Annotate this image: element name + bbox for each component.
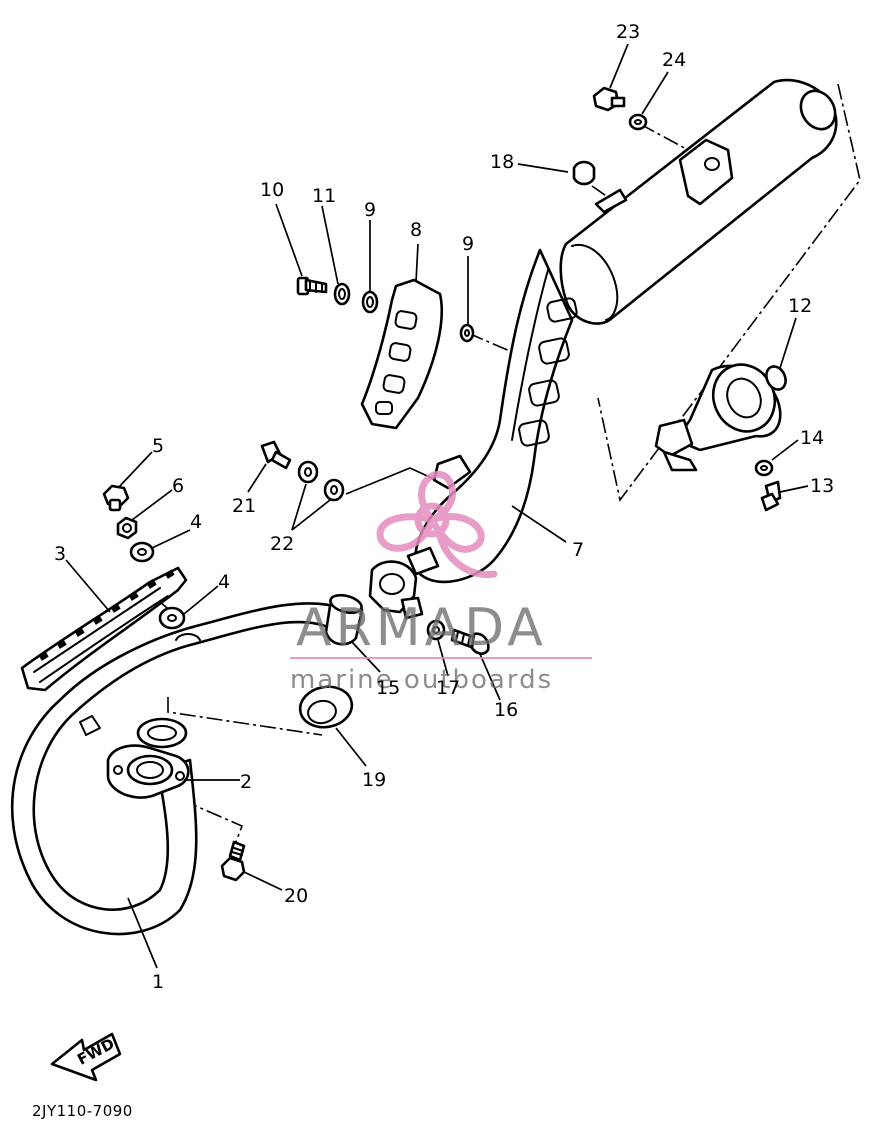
washer-4-upper [129, 541, 155, 563]
washer-24 [628, 113, 648, 131]
callout-21: 21 [232, 495, 256, 517]
grommet-18 [572, 160, 596, 186]
protector-fasteners [102, 484, 186, 630]
nut-22a [297, 460, 319, 484]
callout-24: 24 [662, 49, 686, 71]
callout-6: 6 [172, 475, 184, 497]
callout-22: 22 [270, 533, 294, 555]
forward-direction-arrow: FWD [50, 1032, 122, 1082]
spark-arrester [654, 363, 787, 472]
clamp-bolt-set [426, 619, 490, 655]
bolt-20 [220, 840, 246, 882]
gasket-ring-left [136, 717, 188, 749]
callout-20: 20 [284, 885, 308, 907]
bracket-fasteners [592, 86, 648, 131]
callout-11: 11 [312, 185, 336, 207]
callout-3: 3 [54, 543, 66, 565]
callout-19: 19 [362, 769, 386, 791]
callout-8: 8 [410, 219, 422, 241]
callout-10: 10 [260, 179, 284, 201]
callout-12: 12 [788, 295, 812, 317]
bolt-13 [760, 480, 782, 512]
callout-4-upper: 4 [190, 511, 202, 533]
gasket-19 [298, 685, 354, 729]
callout-labels: 1 2 3 4 4 5 6 7 8 9 9 10 11 12 13 14 15 … [54, 21, 834, 993]
nut-22b [323, 478, 345, 502]
callout-4-lower: 4 [218, 571, 230, 593]
callout-9-right: 9 [462, 233, 474, 255]
bolt-23 [592, 86, 626, 112]
exhaust-flange [106, 744, 190, 799]
callout-2: 2 [240, 771, 252, 793]
watermark-brand: ARMADA [296, 598, 547, 658]
armada-watermark: ARMADA marine outboards [290, 470, 592, 695]
arrester-fasteners [754, 459, 782, 512]
bolt-21 [260, 440, 292, 470]
bolt-10 [296, 276, 328, 296]
washer-9b [459, 323, 475, 343]
callout-9-left: 9 [364, 199, 376, 221]
callout-7: 7 [572, 539, 584, 561]
washer-4-lower [158, 606, 186, 630]
heat-protector [20, 566, 188, 692]
callout-13: 13 [810, 475, 834, 497]
callout-17: 17 [436, 677, 460, 699]
joint-pipe-15 [324, 593, 364, 646]
bolt-16 [450, 628, 490, 655]
callout-14: 14 [800, 427, 824, 449]
bolt-5 [102, 484, 130, 512]
callout-16: 16 [494, 699, 518, 721]
watermark-tagline: marine outboards [290, 665, 553, 695]
silencer-guard [360, 278, 444, 430]
nut-6 [116, 516, 138, 540]
callout-23: 23 [616, 21, 640, 43]
propeller-logo [376, 470, 498, 579]
washer-11 [333, 282, 351, 306]
clamp-fasteners [260, 440, 437, 502]
callout-18: 18 [490, 151, 514, 173]
callout-15: 15 [376, 677, 400, 699]
callout-1: 1 [152, 971, 164, 993]
washer-17 [426, 619, 446, 641]
diagram-code: 2JY110-7090 [32, 1102, 133, 1120]
exhaust-clamp [368, 546, 440, 620]
silencer-muffler [414, 78, 838, 584]
callout-5: 5 [152, 435, 164, 457]
washer-9a [361, 290, 379, 314]
washer-14 [754, 459, 774, 477]
